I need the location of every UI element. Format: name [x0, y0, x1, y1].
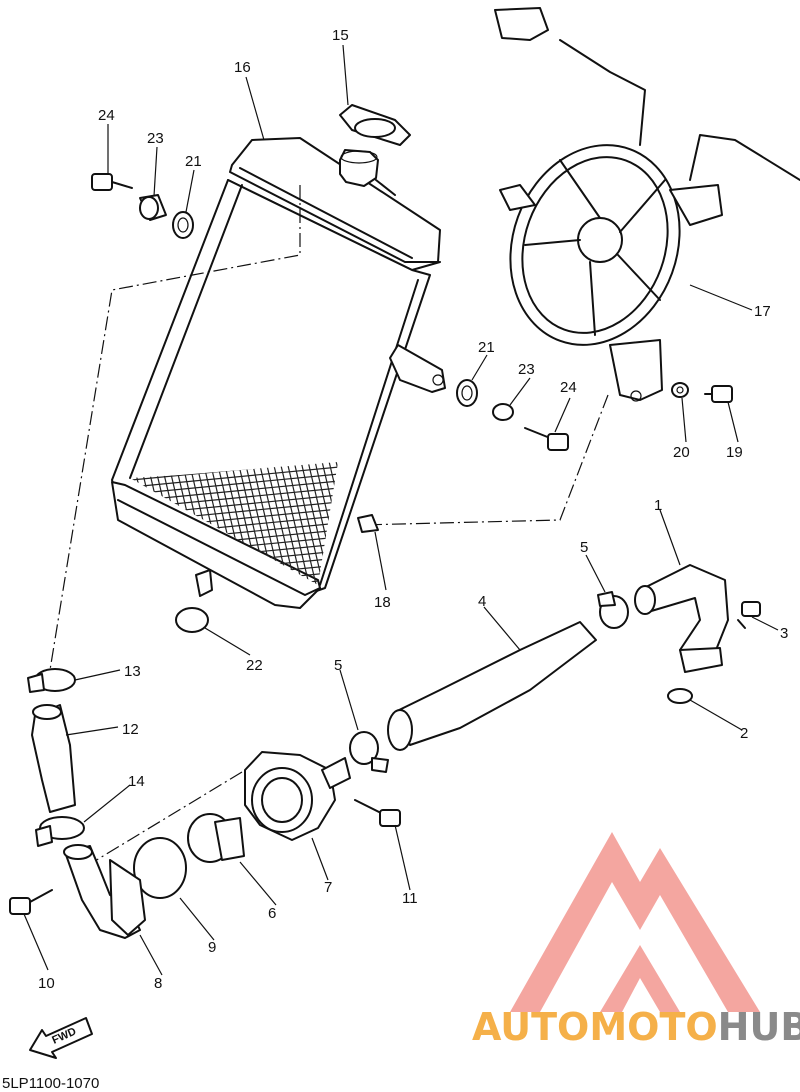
bolt-11 — [354, 799, 401, 827]
bolt-10 — [9, 889, 53, 915]
label-3: 3 — [780, 625, 788, 642]
bolt-24-side — [524, 427, 569, 451]
label-20: 20 — [673, 444, 690, 461]
label-12: 12 — [122, 721, 139, 738]
collar-23-side — [492, 403, 514, 421]
label-11: 11 — [402, 890, 418, 907]
o-ring-2 — [667, 688, 693, 704]
centerline-bottom — [79, 771, 243, 871]
label-2: 2 — [740, 725, 748, 742]
washer-20 — [671, 382, 689, 398]
centerline-fan — [359, 394, 609, 526]
watermark-triangle — [510, 832, 760, 1012]
thermostat-cover-8 — [63, 844, 146, 939]
label-7: 7 — [324, 879, 332, 896]
diagram-code: 5LP1100-1070 — [2, 1075, 99, 1092]
label-24-side: 24 — [560, 379, 577, 396]
label-16: 16 — [234, 59, 251, 76]
label-23-top: 23 — [147, 130, 164, 147]
clamp-5-lower — [349, 731, 389, 773]
clamp-13 — [27, 668, 76, 693]
label-9: 9 — [208, 939, 216, 956]
collar-23-top — [139, 194, 167, 221]
watermark-logo — [510, 832, 760, 1012]
part-labels: 24 23 21 16 15 17 21 23 24 20 19 18 22 1… — [38, 27, 788, 992]
grommet-22 — [175, 607, 209, 633]
clip-18 — [357, 514, 379, 533]
watermark-word-a: AUTOMOTO — [472, 1005, 718, 1049]
hose-1 — [634, 564, 729, 673]
label-21-top: 21 — [185, 153, 202, 170]
bolt-24-top — [91, 173, 133, 191]
cooling-fan — [494, 7, 800, 402]
label-19: 19 — [726, 444, 743, 461]
fwd-arrow-icon — [29, 1017, 93, 1059]
leader-lines — [23, 44, 779, 976]
label-14: 14 — [128, 773, 145, 790]
label-21-side: 21 — [478, 339, 495, 356]
grommet-21-side — [456, 379, 478, 407]
clamp-14 — [35, 816, 85, 847]
label-18: 18 — [374, 594, 391, 611]
hose-12 — [31, 704, 76, 813]
label-22: 22 — [246, 657, 263, 674]
centerline-radiator — [49, 185, 301, 671]
label-23-side: 23 — [518, 361, 535, 378]
radiator-cap — [339, 104, 411, 146]
bolt-19 — [704, 385, 733, 403]
label-17: 17 — [754, 303, 771, 320]
label-1: 1 — [654, 497, 662, 514]
label-6: 6 — [268, 905, 276, 922]
label-4: 4 — [478, 593, 486, 610]
radiator — [111, 137, 446, 609]
clamp-5-upper — [597, 591, 629, 629]
hose-4 — [387, 621, 597, 751]
label-24-top: 24 — [98, 107, 115, 124]
fin-line — [130, 576, 338, 585]
bolt-3 — [737, 601, 761, 629]
watermark-word-b: HUB — [718, 1005, 800, 1049]
label-10: 10 — [38, 975, 55, 992]
fwd-arrow: FWD — [29, 1017, 93, 1059]
label-15: 15 — [332, 27, 349, 44]
o-ring-9 — [133, 837, 187, 899]
thermostat-6 — [187, 813, 245, 863]
label-5-upper: 5 — [580, 539, 588, 556]
grommet-21-top — [172, 211, 194, 239]
label-13: 13 — [124, 663, 141, 680]
label-5-lower: 5 — [334, 657, 342, 674]
thermostat-housing — [244, 751, 351, 841]
watermark-text: AUTOMOTOHUB — [472, 1005, 800, 1049]
label-8: 8 — [154, 975, 162, 992]
